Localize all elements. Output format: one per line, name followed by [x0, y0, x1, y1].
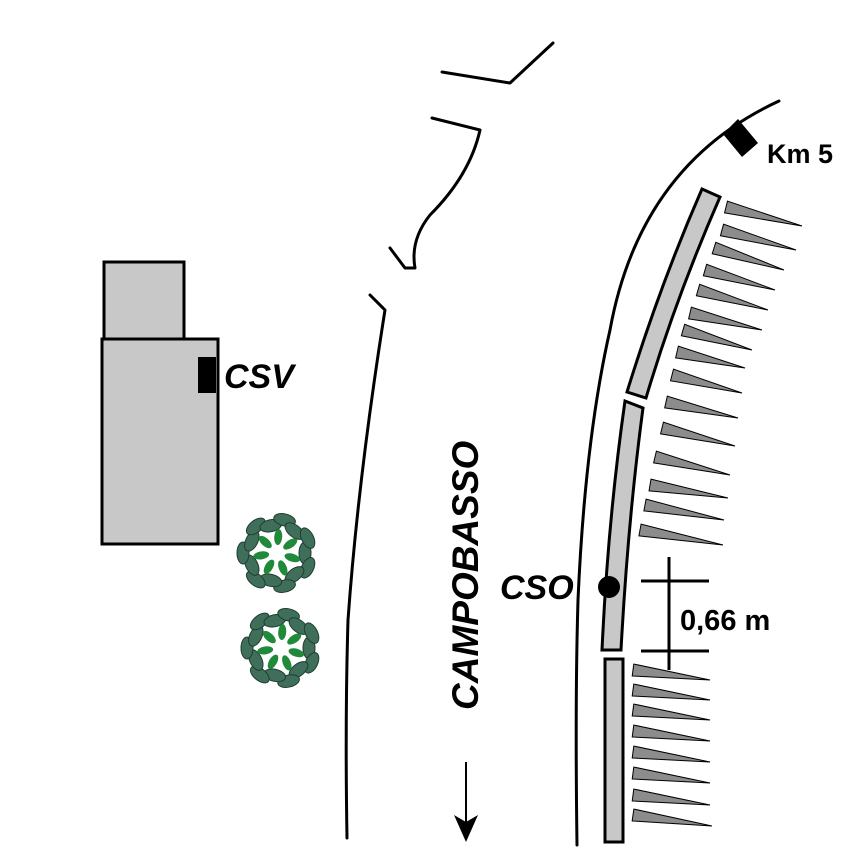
station-dot — [598, 576, 620, 598]
spike-mark — [669, 368, 743, 394]
spike-mark — [680, 323, 753, 351]
tree-leaf — [263, 559, 275, 575]
barrier-segment-lower — [603, 657, 625, 844]
spike-mark — [648, 478, 729, 499]
km-post-marker — [723, 119, 758, 157]
spike-mark — [631, 766, 711, 784]
spike-mark — [659, 421, 736, 447]
tree-leaf — [303, 652, 320, 674]
spike-mark — [631, 788, 711, 806]
spike-mark — [688, 306, 763, 331]
tree-leaf — [262, 630, 276, 644]
distance-dimension — [641, 557, 709, 670]
tree-leaf — [274, 529, 283, 545]
spike-mark — [631, 745, 711, 763]
road-edge-left-top — [440, 41, 555, 85]
tree-leaf — [288, 648, 305, 658]
tree-leaf — [282, 655, 292, 671]
spike-mark — [631, 683, 711, 701]
tree-leaf — [287, 633, 302, 645]
spike-mark — [675, 345, 746, 369]
tree-leaf — [253, 551, 270, 560]
road-name-label: CAMPOBASSO — [445, 440, 486, 710]
spike-mark — [652, 450, 731, 476]
tree-leaf — [284, 553, 301, 563]
tree-leaf — [258, 535, 272, 549]
tree-leaf — [299, 527, 316, 549]
barrier-segment-middle — [600, 398, 645, 652]
spike-mark — [702, 263, 776, 291]
spike-mark — [664, 395, 739, 419]
spike-mark — [695, 283, 769, 311]
tree-leaf — [257, 646, 274, 655]
spike-mark — [723, 200, 803, 227]
spike-mark — [711, 241, 785, 271]
spike-mark — [638, 523, 724, 546]
building-upper-block — [102, 260, 186, 341]
spike-mark — [643, 498, 725, 521]
barrier-segment-upper — [625, 187, 722, 400]
road-edge-left-upper — [388, 116, 482, 270]
tree-leaf — [283, 538, 298, 550]
spike-mark — [719, 223, 797, 251]
spike-mark — [631, 663, 711, 681]
tree-leaf — [267, 654, 279, 670]
tree-leaf — [249, 612, 270, 631]
spike-mark — [631, 703, 711, 721]
tree-leaf — [249, 665, 270, 684]
tree-leaf — [278, 560, 288, 576]
tree-leaf — [245, 570, 266, 589]
tree-leaf — [278, 624, 287, 640]
csv-sensor-marker — [198, 357, 216, 393]
tree-icon — [236, 513, 316, 593]
tree-leaf — [245, 517, 266, 536]
km-label: Km 5 — [767, 139, 833, 169]
spike-mark — [631, 724, 711, 742]
spike-mark — [631, 808, 713, 827]
tree-leaf — [299, 557, 316, 579]
csv-label: CSV — [224, 358, 297, 396]
tree-leaf — [303, 622, 320, 644]
road-edge-right — [574, 99, 781, 847]
slope-spikes — [631, 200, 803, 827]
arrow-down-icon — [454, 762, 478, 842]
road-edge-left-main — [344, 293, 387, 840]
tree-icon — [240, 608, 320, 688]
cso-label: CSO — [500, 569, 574, 607]
distance-label: 0,66 m — [680, 605, 770, 637]
